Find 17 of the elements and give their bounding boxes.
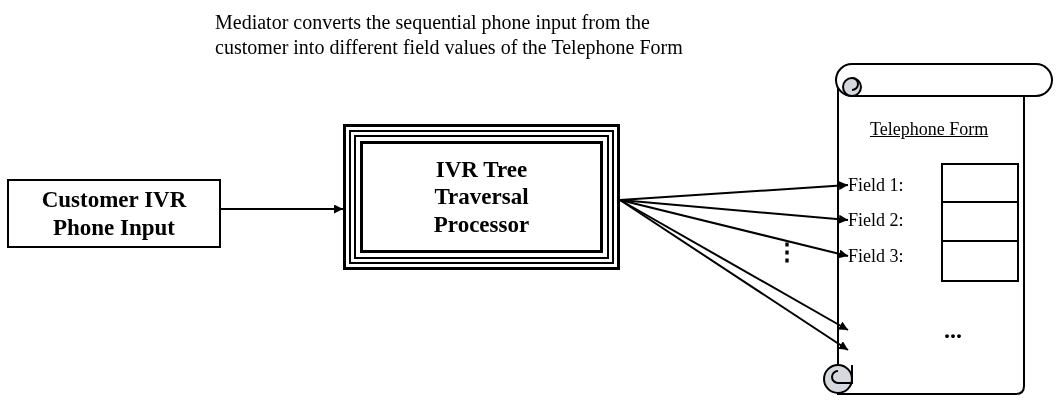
input-field	[941, 163, 1019, 203]
arrow	[220, 204, 344, 214]
arrow	[619, 199, 849, 224]
ellipsis: ...	[944, 318, 962, 342]
box-label: Customer IVR Phone Input	[40, 185, 188, 242]
note-text: Mediator converts the sequential phone input from the customer into different field values of the Telephone Form	[215, 10, 684, 60]
field-label: Field 3:	[848, 245, 904, 267]
field-label: Field 2:	[848, 209, 904, 231]
field-label: Field 1:	[848, 174, 904, 196]
processor-box	[343, 124, 620, 270]
vertical-ellipsis: ⋮	[775, 240, 799, 264]
input-field	[941, 201, 1019, 242]
input-box	[7, 179, 221, 248]
form-title: Telephone Form	[870, 119, 989, 140]
input-field	[941, 240, 1019, 282]
arrow	[619, 199, 849, 259]
box-label: IVR Tree Traversal Processor	[432, 155, 531, 239]
